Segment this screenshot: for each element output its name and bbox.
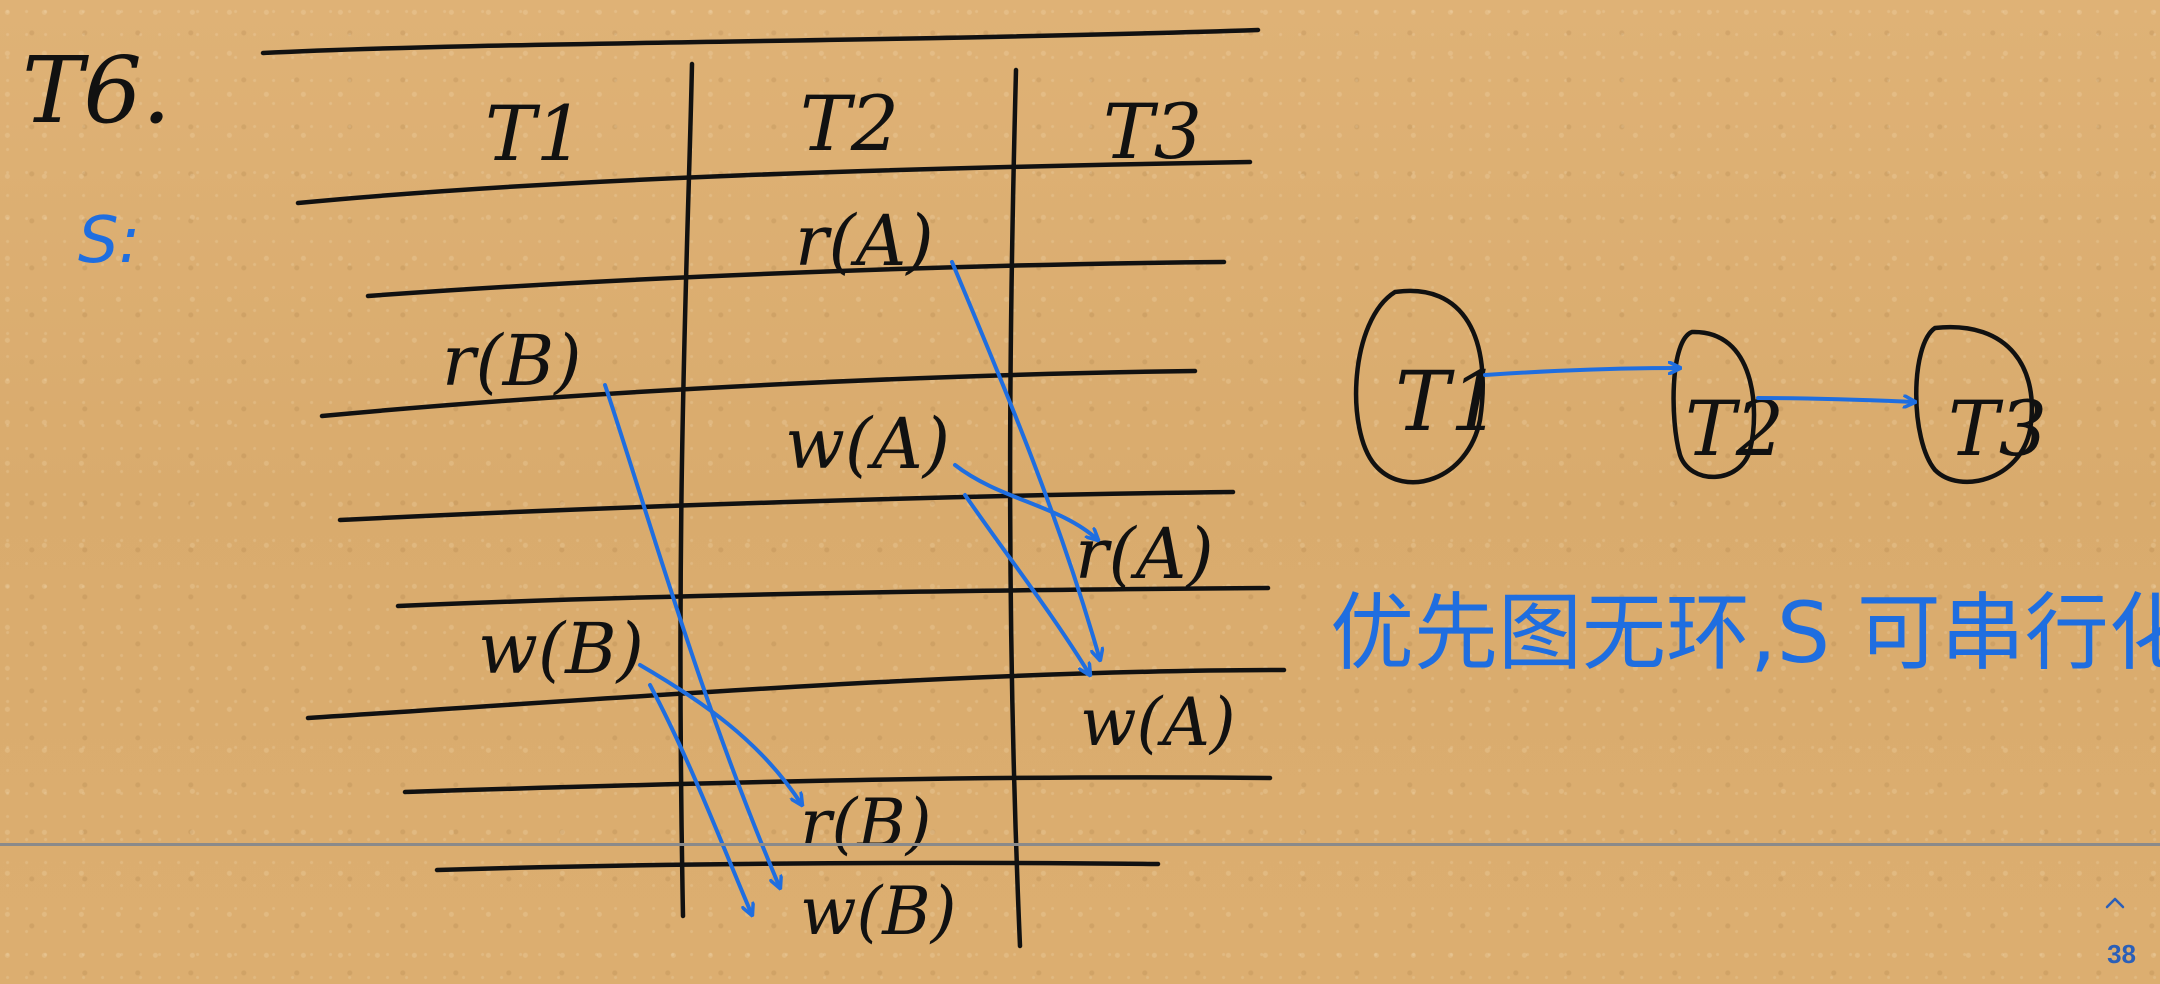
table-row-rule [365, 259, 1227, 299]
table-row-rule [434, 860, 1161, 873]
page-number: 38 [2107, 939, 2136, 969]
operation-t3-write-a: w(A) [1080, 684, 1236, 761]
column-header-t1: T1 [485, 89, 584, 178]
table-row-rule [319, 368, 1198, 419]
table-row-rule [337, 489, 1236, 523]
table-row-rule [402, 775, 1273, 795]
operation-t2-read-b: r(B) [800, 785, 932, 862]
operation-t2-read-a: r(A) [795, 200, 934, 282]
operation-t1-write-b: w(B) [478, 608, 644, 690]
operation-t3-read-a: r(A) [1075, 513, 1214, 595]
operation-t2-write-a: w(A) [785, 403, 950, 485]
chevron-up-icon[interactable] [2104, 892, 2126, 914]
arrow-wb-to-wb [648, 683, 752, 915]
table-row-rule [395, 585, 1271, 609]
arrow-ra-to-wa [950, 260, 1100, 660]
operation-t2-write-b: w(B) [800, 873, 957, 950]
column-header-t2: T2 [800, 79, 899, 168]
table-column-rule [678, 61, 695, 919]
table-row-rule [305, 667, 1287, 721]
column-header-t3: T3 [1103, 87, 1202, 176]
table-top-rule [260, 27, 1261, 56]
graph-edge-t2-t3 [1756, 398, 1915, 402]
conclusion-text: 优先图无环,S 可串行化 [1330, 584, 2160, 682]
conflict-arrows [603, 260, 1100, 915]
graph-node-t1-label: T1 [1395, 355, 1502, 450]
slide-divider [0, 843, 2160, 846]
graph-node-t3-label: T3 [1948, 384, 2047, 473]
precedence-graph: T1 T2 T3 [1353, 288, 2047, 485]
arrow-rb-to-wb [603, 383, 780, 888]
arrow-wa-to-wa [963, 493, 1090, 675]
operation-t1-read-b: r(B) [442, 320, 582, 402]
table-header-rule [295, 159, 1253, 206]
graph-node-t1 [1353, 288, 1485, 485]
arrow-wb-to-rb [638, 663, 802, 805]
problem-label: T6. [22, 37, 171, 144]
graph-edge-t1-t2 [1483, 368, 1680, 377]
schedule-label: S: [78, 204, 140, 278]
graph-node-t2 [1671, 329, 1757, 480]
table-column-rule [1007, 67, 1023, 949]
arrow-wa-to-ra [953, 463, 1098, 540]
